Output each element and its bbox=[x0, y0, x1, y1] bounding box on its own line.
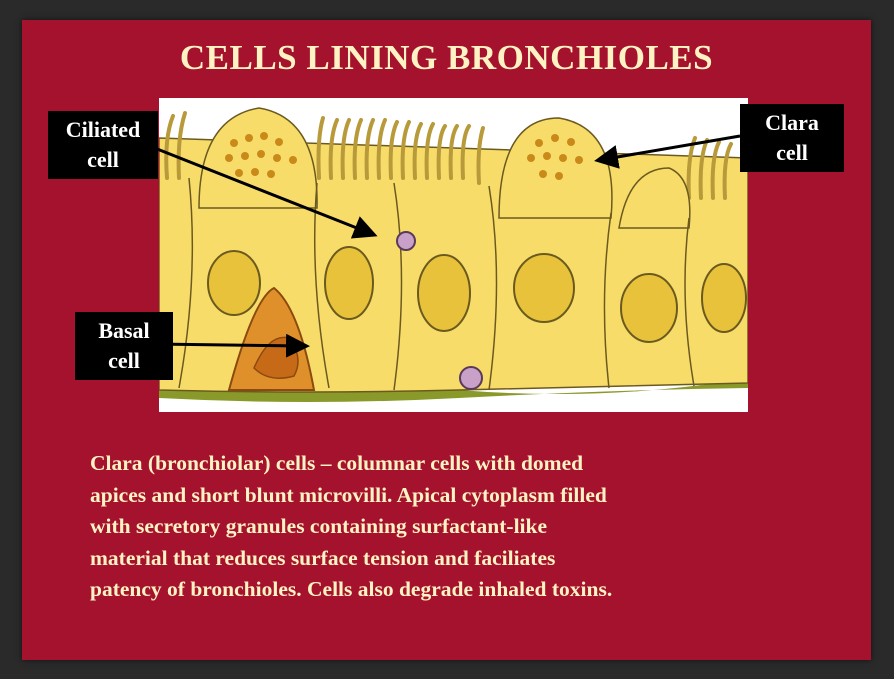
caption-line-5: patency of bronchioles. Cells also degra… bbox=[90, 577, 613, 601]
label-arrows bbox=[146, 134, 741, 358]
clara-cell-label: Clara cell bbox=[740, 104, 844, 172]
caption-line-4: material that reduces surface tension an… bbox=[90, 545, 556, 570]
caption-line-1: Clara (bronchiolar) cells – columnar cel… bbox=[90, 451, 584, 475]
slide-title: CELLS LINING BRONCHIOLES bbox=[179, 38, 714, 77]
basal-label-line-2: cell bbox=[108, 348, 140, 373]
clara-label-line-1: Clara bbox=[765, 110, 819, 135]
epithelium-drawing bbox=[159, 107, 748, 402]
slide: CELLS LINING BRONCHIOLES bbox=[22, 20, 871, 660]
caption-line-3: with secretory granules containing surfa… bbox=[90, 514, 548, 538]
ciliated-label-line-2: cell bbox=[87, 147, 119, 172]
caption-line-2: apices and short blunt microvilli. Apica… bbox=[90, 482, 607, 507]
ciliated-label-line-1: Ciliated bbox=[65, 117, 141, 142]
basal-label-line-1: Basal bbox=[98, 318, 150, 343]
caption-text: Clara (bronchiolar) cells – columnar cel… bbox=[90, 448, 810, 606]
basal-cell-label: Basal cell bbox=[75, 312, 173, 380]
clara-label-line-2: cell bbox=[776, 140, 808, 165]
ciliated-cell-label: Ciliated cell bbox=[48, 111, 158, 179]
